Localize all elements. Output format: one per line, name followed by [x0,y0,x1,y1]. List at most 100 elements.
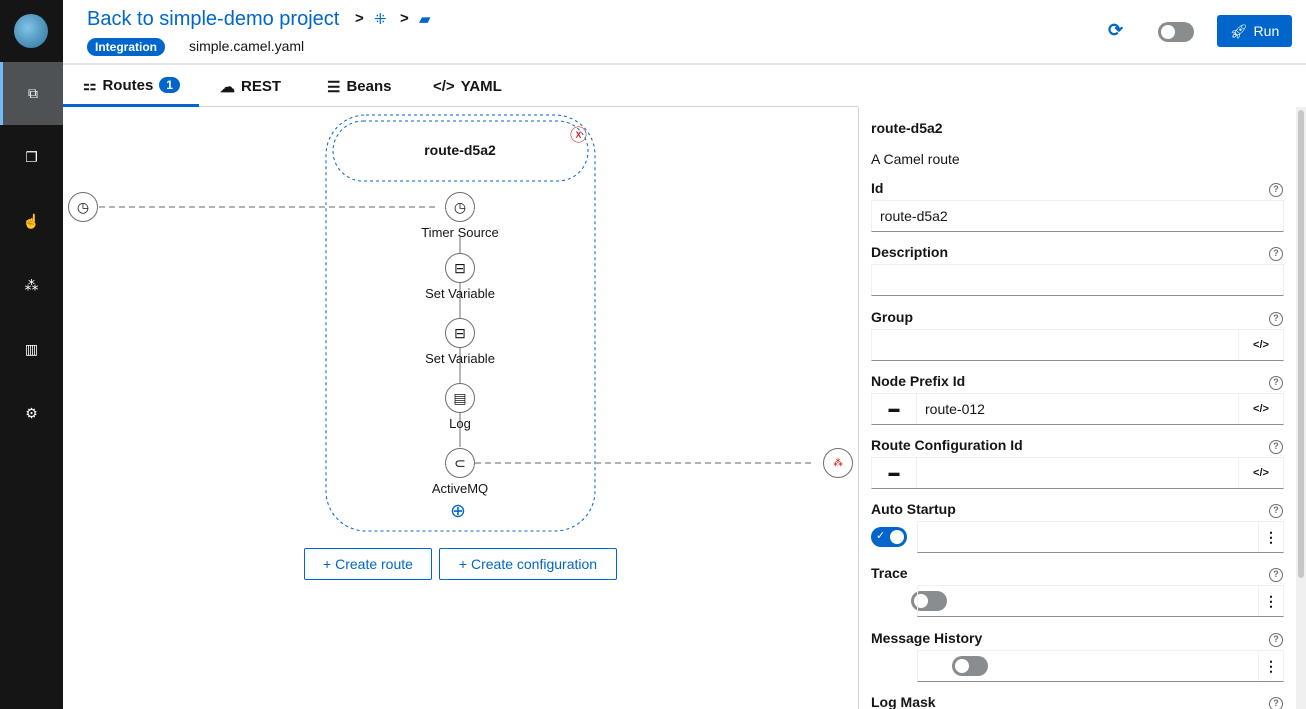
tab-label: Beans [346,78,392,95]
field-label: Message History [871,630,983,646]
tab-beans[interactable]: ☰ Beans [307,66,411,107]
sidebar-item-design[interactable]: ⧉ [0,62,63,125]
scrollbar-thumb[interactable] [1298,110,1304,578]
trace-field[interactable]: ⋮ [917,585,1284,617]
field-label: Auto Startup [871,501,956,517]
tab-rest[interactable]: ☁ REST [200,66,301,107]
layers-icon: ⧉ [28,85,38,101]
copy-icon: ❐ [25,149,38,165]
tab-routes[interactable]: ⚏ Routes 1 [63,66,199,107]
auto-startup-toggle[interactable] [871,527,907,547]
id-field[interactable]: route-d5a2 [871,200,1284,232]
sidebar-item-hand[interactable]: ☝ [0,190,63,253]
placeholder-mode-icon[interactable]: ▬ [872,394,917,424]
route-configuration-field[interactable]: ▬ </> [871,457,1284,489]
breadcrumb-separator: > [355,10,364,27]
create-route-button[interactable]: + Create route [304,548,432,580]
app-logo[interactable] [14,14,48,48]
refresh-icon[interactable]: ⟳ [1108,20,1124,40]
help-icon[interactable]: ? [1269,633,1283,647]
add-step-icon[interactable]: ⊕ [450,501,466,522]
tab-label: REST [241,78,282,95]
help-icon[interactable]: ? [1269,504,1283,518]
code-icon[interactable]: </> [1238,330,1283,360]
panel-title: route-d5a2 [871,120,943,136]
message-history-field[interactable]: ⋮ [917,650,1284,682]
field-label: Log Mask [871,694,936,709]
back-link[interactable]: Back to simple-demo project [87,8,340,30]
sidebar-item-pages[interactable]: ❐ [0,126,63,189]
field-label: Id [871,180,884,196]
kebab-menu-icon[interactable]: ⋮ [1258,522,1283,552]
rocket-icon: 🚀︎ [1229,22,1248,39]
node-label: Log [449,416,471,431]
field-label: Node Prefix Id [871,373,966,389]
integration-badge: Integration [87,38,165,56]
route-header-border [332,120,589,182]
panel-subtitle: A Camel route [871,151,960,167]
code-icon[interactable]: </> [1238,458,1283,488]
header-toggle[interactable] [1158,22,1194,42]
timer-icon[interactable]: ◷ [445,192,475,222]
sliders-icon: ☰ [327,78,341,96]
help-icon[interactable]: ? [1269,183,1283,197]
help-icon[interactable]: ? [1269,697,1283,709]
placeholder-mode-icon[interactable]: ▬ [872,458,917,488]
route-group-border [325,114,596,532]
help-icon[interactable]: ? [1269,247,1283,261]
log-icon[interactable]: ▤ [445,383,475,413]
node-label: ActiveMQ [431,481,489,496]
description-field[interactable] [871,264,1284,296]
run-button[interactable]: 🚀︎ Run [1217,15,1292,47]
code-icon[interactable]: </> [1238,394,1283,424]
sidebar: ⧉ ❐ ☝ ⁂ ▥ ⚙ [0,0,63,709]
timer-icon[interactable]: ◷ [68,192,98,222]
run-label: Run [1253,23,1280,39]
create-configuration-button[interactable]: + Create configuration [439,548,617,580]
route-canvas[interactable]: ◷ ⁂ route-d5a2 ⓧ ◷ Timer Source ⊟ Set Va… [63,107,858,709]
hand-icon: ☝ [22,213,41,229]
cloud-cog-icon: ☁ [220,78,235,96]
node-label: Set Variable [425,351,495,366]
file-name: simple.camel.yaml [189,38,305,54]
group-field[interactable]: </> [871,329,1284,361]
header: Back to simple-demo project > ⁜ > ▰ Inte… [63,0,1306,65]
help-icon[interactable]: ? [1269,440,1283,454]
set-variable-icon[interactable]: ⊟ [445,318,475,348]
node-label: Timer Source [421,225,499,240]
breadcrumb-separator: > [400,10,409,27]
sidebar-item-settings[interactable]: ⚙ [0,382,63,445]
route-title[interactable]: route-d5a2 [424,142,496,158]
activemq-broker-icon[interactable]: ⁂ [823,448,853,478]
code-icon: </> [433,78,455,95]
integration-icon[interactable]: ⁜ [374,11,387,28]
message-history-toggle[interactable] [951,656,988,676]
routes-icon: ⚏ [83,77,97,94]
help-icon[interactable]: ? [1269,376,1283,390]
cogs-icon: ⚙ [25,405,38,421]
help-icon[interactable]: ? [1269,312,1283,326]
set-variable-icon[interactable]: ⊟ [445,253,475,283]
help-icon[interactable]: ? [1269,568,1283,582]
delete-route-icon[interactable]: ⓧ [570,126,587,145]
node-prefix-field[interactable]: ▬ route-012 </> [871,393,1284,425]
kebab-menu-icon[interactable]: ⋮ [1258,651,1283,681]
sidebar-item-cubes[interactable]: ⁂ [0,254,63,317]
field-label: Description [871,244,949,260]
field-label: Trace [871,565,908,581]
auto-startup-field[interactable]: ⋮ [917,521,1284,553]
folder-open-icon[interactable]: ▰ [419,11,431,28]
properties-panel: route-d5a2 A Camel route Id ? route-d5a2… [858,107,1306,709]
book-icon: ▥ [24,341,39,357]
plug-icon[interactable]: ⊂ [445,448,475,478]
tab-label: Routes [102,76,154,94]
tab-yaml[interactable]: </>YAML [413,66,522,107]
kebab-menu-icon[interactable]: ⋮ [1258,586,1283,616]
node-prefix-value: route-012 [925,401,985,417]
id-value: route-d5a2 [880,208,948,224]
cubes-icon: ⁂ [24,277,39,293]
routes-count-badge: 1 [159,77,180,93]
field-label: Route Configuration Id [871,437,1023,453]
tab-bar: ⚏ Routes 1 ☁ REST ☰ Beans </>YAML [63,66,858,107]
sidebar-item-book[interactable]: ▥ [0,318,63,381]
